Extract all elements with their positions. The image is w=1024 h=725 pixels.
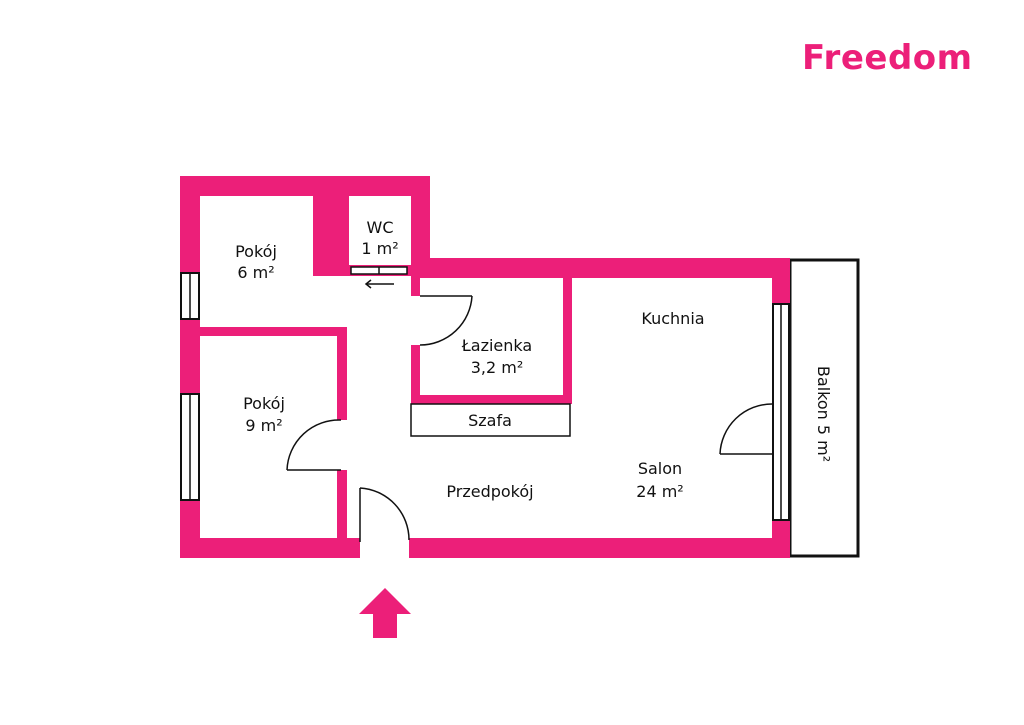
label-pokoj-large-area: 9 m²: [245, 416, 282, 435]
label-pokoj-small-name: Pokój: [235, 242, 277, 261]
label-szafa: Szafa: [468, 411, 512, 430]
label-salon-area: 24 m²: [636, 482, 683, 501]
wc-sliding-door: [350, 266, 408, 275]
label-pokoj-large-name: Pokój: [243, 394, 285, 413]
brand-logo: Freedom: [802, 38, 973, 78]
label-pokoj-small-area: 6 m²: [237, 263, 274, 282]
room-labels: Pokój 6 m² WC 1 m² Łazienka 3,2 m² Kuchn…: [235, 218, 833, 501]
label-wc-area: 1 m²: [361, 239, 398, 258]
windows: [180, 272, 790, 521]
label-lazienka-name: Łazienka: [461, 336, 532, 355]
label-kuchnia: Kuchnia: [641, 309, 704, 328]
label-lazienka-area: 3,2 m²: [471, 358, 524, 377]
entrance-arrow-icon: [359, 588, 411, 638]
doors: [286, 295, 773, 542]
label-przedpokoj: Przedpokój: [446, 482, 533, 501]
sliding-door-arrow-icon: [364, 279, 394, 289]
szafa-box: [410, 403, 571, 437]
label-salon-name: Salon: [638, 459, 682, 478]
label-balkon: Balkon 5 m²: [814, 366, 833, 462]
label-wc-name: WC: [367, 218, 394, 237]
